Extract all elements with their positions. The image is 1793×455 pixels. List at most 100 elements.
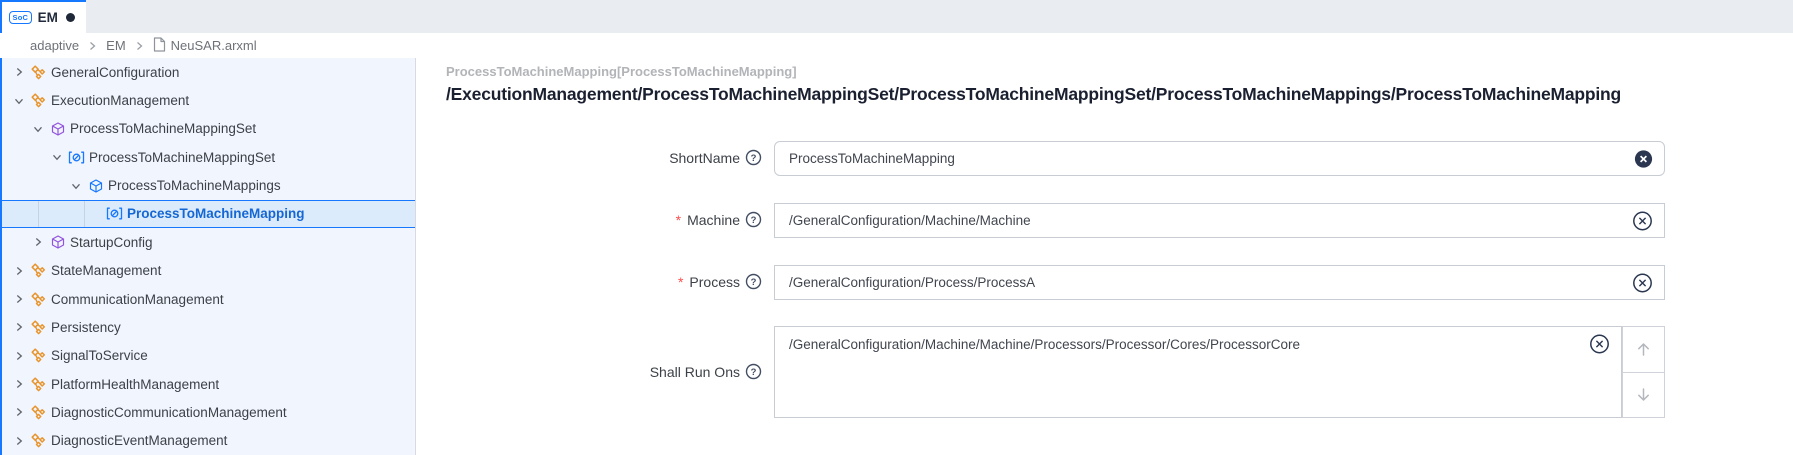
chevron-right-icon[interactable] xyxy=(10,379,28,389)
chevron-down-icon[interactable] xyxy=(29,124,47,134)
clear-outline-icon[interactable] xyxy=(1589,334,1610,355)
chevron-right-icon[interactable] xyxy=(10,294,28,304)
tree-item-label: StartupConfig xyxy=(70,234,153,250)
shortname-label: ShortName ? xyxy=(416,149,762,166)
cube-purple-icon xyxy=(47,235,68,249)
arrow-up-icon xyxy=(1638,343,1649,356)
breadcrumb-file-label: NeuSAR.arxml xyxy=(170,38,257,53)
tree-item-ProcessToMachineMappings[interactable]: ProcessToMachineMappings xyxy=(2,171,415,199)
machine-reference-input[interactable]: /GeneralConfiguration/Machine/Machine xyxy=(774,203,1665,238)
chevron-right-icon xyxy=(88,41,97,51)
tree-item-label: ProcessToMachineMapping xyxy=(127,206,305,222)
help-icon[interactable]: ? xyxy=(745,149,762,166)
field-label-text: ShortName xyxy=(669,149,740,166)
tree-item-StateManagement[interactable]: StateManagement xyxy=(2,257,415,285)
list-reorder-controls xyxy=(1622,326,1665,418)
breadcrumb: adaptive EM NeuSAR.arxml xyxy=(0,33,1793,58)
help-icon[interactable]: ? xyxy=(745,211,762,228)
indent-guide xyxy=(38,200,39,228)
svg-text:?: ? xyxy=(751,367,757,378)
chevron-down-icon[interactable] xyxy=(48,152,66,162)
tree-item-label: PlatformHealthManagement xyxy=(51,376,220,392)
element-path-title: /ExecutionManagement/ProcessToMachineMap… xyxy=(446,84,1622,104)
breadcrumb-item-adaptive[interactable]: adaptive xyxy=(30,38,80,53)
required-asterisk: * xyxy=(677,273,684,290)
cluster-orange-icon xyxy=(28,263,49,278)
list-item[interactable]: /GeneralConfiguration/Machine/Machine/Pr… xyxy=(775,327,1621,361)
tree-item-SignalToService[interactable]: SignalToService xyxy=(2,342,415,370)
bracket-blue-icon xyxy=(104,207,125,220)
tree-item-PlatformHealthManagement[interactable]: PlatformHealthManagement xyxy=(2,370,415,398)
clear-outline-icon[interactable] xyxy=(1632,272,1653,293)
tab-bar: SoC EM xyxy=(0,0,1793,33)
shall-run-ons-list[interactable]: /GeneralConfiguration/Machine/Machine/Pr… xyxy=(774,326,1622,418)
chevron-down-icon[interactable] xyxy=(67,181,85,191)
tree-item-label: SignalToService xyxy=(51,348,148,364)
cube-blue-icon xyxy=(85,179,106,193)
tree-item-label: ProcessToMachineMappings xyxy=(108,178,281,194)
field-label-text: Machine xyxy=(687,211,740,228)
field-label-text: Process xyxy=(689,273,740,290)
tree-item-label: ProcessToMachineMappingSet xyxy=(70,121,257,137)
cluster-orange-icon xyxy=(28,93,49,108)
help-icon[interactable]: ? xyxy=(745,363,762,380)
element-type-label: ProcessToMachineMapping[ProcessToMachine… xyxy=(446,64,797,79)
required-asterisk: * xyxy=(675,211,682,228)
breadcrumb-item-em[interactable]: EM xyxy=(106,38,126,53)
breadcrumb-item-file[interactable]: NeuSAR.arxml xyxy=(153,36,257,55)
file-icon xyxy=(153,36,166,55)
tree-item-label: ExecutionManagement xyxy=(51,93,190,109)
shortname-value: ProcessToMachineMapping xyxy=(789,151,955,166)
tree-item-GeneralConfiguration[interactable]: GeneralConfiguration xyxy=(2,58,415,86)
tree-item-ProcessToMachineMappingSet[interactable]: ProcessToMachineMappingSet xyxy=(2,115,415,143)
move-up-button[interactable] xyxy=(1623,327,1664,373)
bracket-blue-icon xyxy=(66,151,87,164)
cluster-orange-icon xyxy=(28,320,49,335)
tree-item-ProcessToMachineMapping[interactable]: ProcessToMachineMapping xyxy=(2,199,415,229)
cluster-orange-icon xyxy=(28,433,49,448)
arrow-down-icon xyxy=(1638,388,1649,401)
chevron-right-icon[interactable] xyxy=(10,322,28,332)
tree-item-DiagnosticEventManagement[interactable]: DiagnosticEventManagement xyxy=(2,427,415,455)
cluster-orange-icon xyxy=(28,405,49,420)
tree-item-DiagnosticCommunicationManagement[interactable]: DiagnosticCommunicationManagement xyxy=(2,398,415,426)
tree-item-ProcessToMachineMappingSet[interactable]: ProcessToMachineMappingSet xyxy=(2,143,415,171)
clear-filled-icon[interactable] xyxy=(1634,149,1653,168)
tree-item-StartupConfig[interactable]: StartupConfig xyxy=(2,228,415,256)
cube-purple-icon xyxy=(47,122,68,136)
chevron-down-icon[interactable] xyxy=(10,96,28,106)
process-reference-input[interactable]: /GeneralConfiguration/Process/ProcessA xyxy=(774,265,1665,300)
svg-text:?: ? xyxy=(751,153,757,164)
cluster-orange-icon xyxy=(28,291,49,307)
chevron-right-icon[interactable] xyxy=(10,436,28,446)
shortname-input[interactable]: ProcessToMachineMapping xyxy=(774,141,1665,176)
tree-item-label: GeneralConfiguration xyxy=(51,64,180,80)
tree-item-ExecutionManagement[interactable]: ExecutionManagement xyxy=(2,86,415,114)
indent-guide xyxy=(84,200,85,228)
tree-item-label: CommunicationManagement xyxy=(51,291,224,307)
chevron-right-icon[interactable] xyxy=(10,351,28,361)
help-icon[interactable]: ? xyxy=(745,273,762,290)
cluster-orange-icon xyxy=(28,65,49,80)
chevron-right-icon[interactable] xyxy=(29,237,47,247)
tree-item-label: Persistency xyxy=(51,319,121,335)
process-label: * Process ? xyxy=(416,273,762,290)
tree-item-label: StateManagement xyxy=(51,263,162,279)
tab-label: EM xyxy=(37,10,58,25)
process-value: /GeneralConfiguration/Process/ProcessA xyxy=(789,275,1036,290)
move-down-button[interactable] xyxy=(1623,372,1664,417)
tree-item-label: DiagnosticEventManagement xyxy=(51,433,228,449)
machine-value: /GeneralConfiguration/Machine/Machine xyxy=(789,213,1031,228)
shall-run-ons-value: /GeneralConfiguration/Machine/Machine/Pr… xyxy=(789,336,1300,352)
clear-outline-icon[interactable] xyxy=(1632,210,1653,231)
shall-run-ons-label: Shall Run Ons ? xyxy=(416,363,762,380)
tree-item-CommunicationManagement[interactable]: CommunicationManagement xyxy=(2,285,415,313)
tab-em[interactable]: SoC EM xyxy=(0,0,86,33)
soc-badge-icon: SoC xyxy=(9,11,32,24)
chevron-right-icon[interactable] xyxy=(10,266,28,276)
chevron-right-icon[interactable] xyxy=(10,407,28,417)
tree-item-Persistency[interactable]: Persistency xyxy=(2,313,415,341)
chevron-right-icon[interactable] xyxy=(10,67,28,77)
chevron-right-icon xyxy=(135,41,144,51)
